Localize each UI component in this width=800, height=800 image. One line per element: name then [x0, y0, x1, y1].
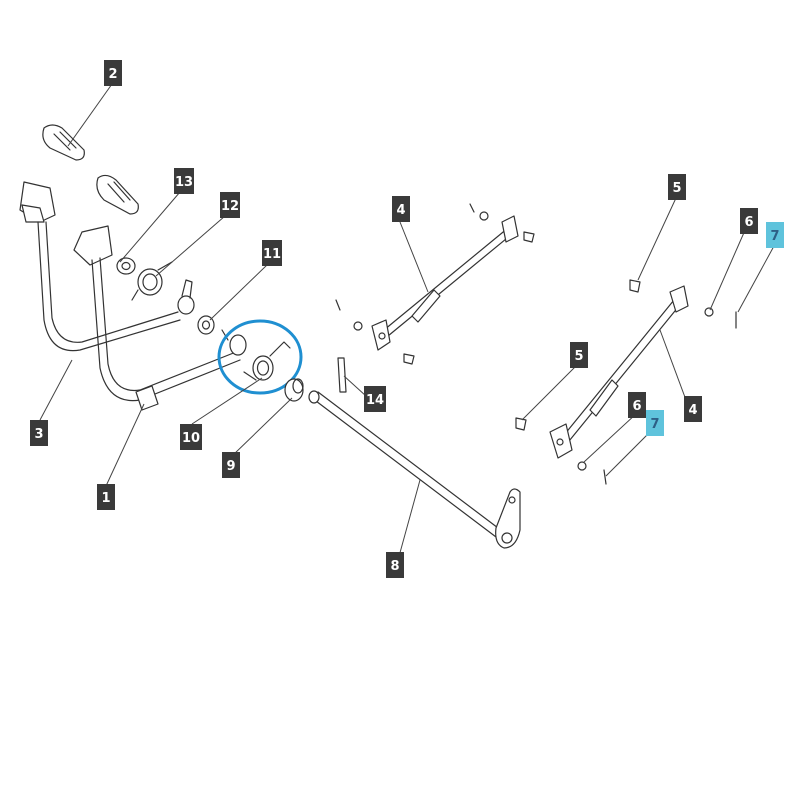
leader-lines: [39, 83, 775, 561]
svg-text:5: 5: [574, 349, 583, 364]
svg-text:4: 4: [688, 403, 697, 418]
svg-text:6: 6: [744, 215, 753, 230]
callout-label-7-top: 7: [766, 222, 784, 248]
callout-label-4-right: 4: [684, 396, 702, 422]
callout-label-3: 3: [30, 420, 48, 446]
svg-text:7: 7: [650, 417, 659, 432]
washer-11: [197, 315, 215, 335]
svg-text:14: 14: [366, 393, 384, 408]
pedal-pad-2: [42, 124, 139, 215]
callout-label-2: 2: [104, 60, 122, 86]
svg-text:4: 4: [396, 203, 405, 218]
bushing-10-left: [221, 329, 247, 356]
callout-label-14: 14: [364, 386, 386, 412]
callout-label-1: 1: [97, 484, 115, 510]
washer-13: [116, 257, 136, 275]
brake-rod-4-right: [515, 279, 737, 485]
svg-text:5: 5: [672, 181, 681, 196]
svg-text:2: 2: [108, 67, 117, 82]
svg-text:6: 6: [632, 399, 641, 414]
spring-10: [243, 341, 291, 381]
bushing: [177, 279, 195, 315]
callout-label-13: 13: [174, 168, 194, 194]
callout-label-12: 12: [220, 192, 240, 218]
callout-label-4-upper: 4: [392, 196, 410, 222]
cross-shaft-8: [308, 390, 521, 549]
svg-text:8: 8: [390, 559, 399, 574]
svg-text:9: 9: [226, 459, 235, 474]
brake-rod-4-upper: [335, 203, 535, 365]
highlight-ring-10: [217, 319, 303, 395]
callout-label-9: 9: [222, 452, 240, 478]
pin-14: [337, 357, 347, 393]
svg-text:11: 11: [263, 247, 281, 262]
svg-text:10: 10: [182, 431, 200, 446]
svg-text:3: 3: [34, 427, 43, 442]
callout-label-5-top: 5: [668, 174, 686, 200]
pedal-arm-1: [73, 225, 241, 411]
callout-label-5-bottom: 5: [570, 342, 588, 368]
callout-label-6-bottom: 6: [628, 392, 646, 418]
callout-label-8: 8: [386, 552, 404, 578]
svg-text:13: 13: [175, 175, 193, 190]
callout-label-11: 11: [262, 240, 282, 266]
callout-label-7-bottom: 7: [646, 410, 664, 436]
bushing-9: [284, 378, 304, 402]
pedal-arm-3: [19, 181, 181, 352]
callout-label-6-top: 6: [740, 208, 758, 234]
svg-text:7: 7: [770, 229, 779, 244]
callout-label-10: 10: [180, 424, 202, 450]
svg-text:1: 1: [101, 491, 110, 506]
svg-text:12: 12: [221, 199, 239, 214]
